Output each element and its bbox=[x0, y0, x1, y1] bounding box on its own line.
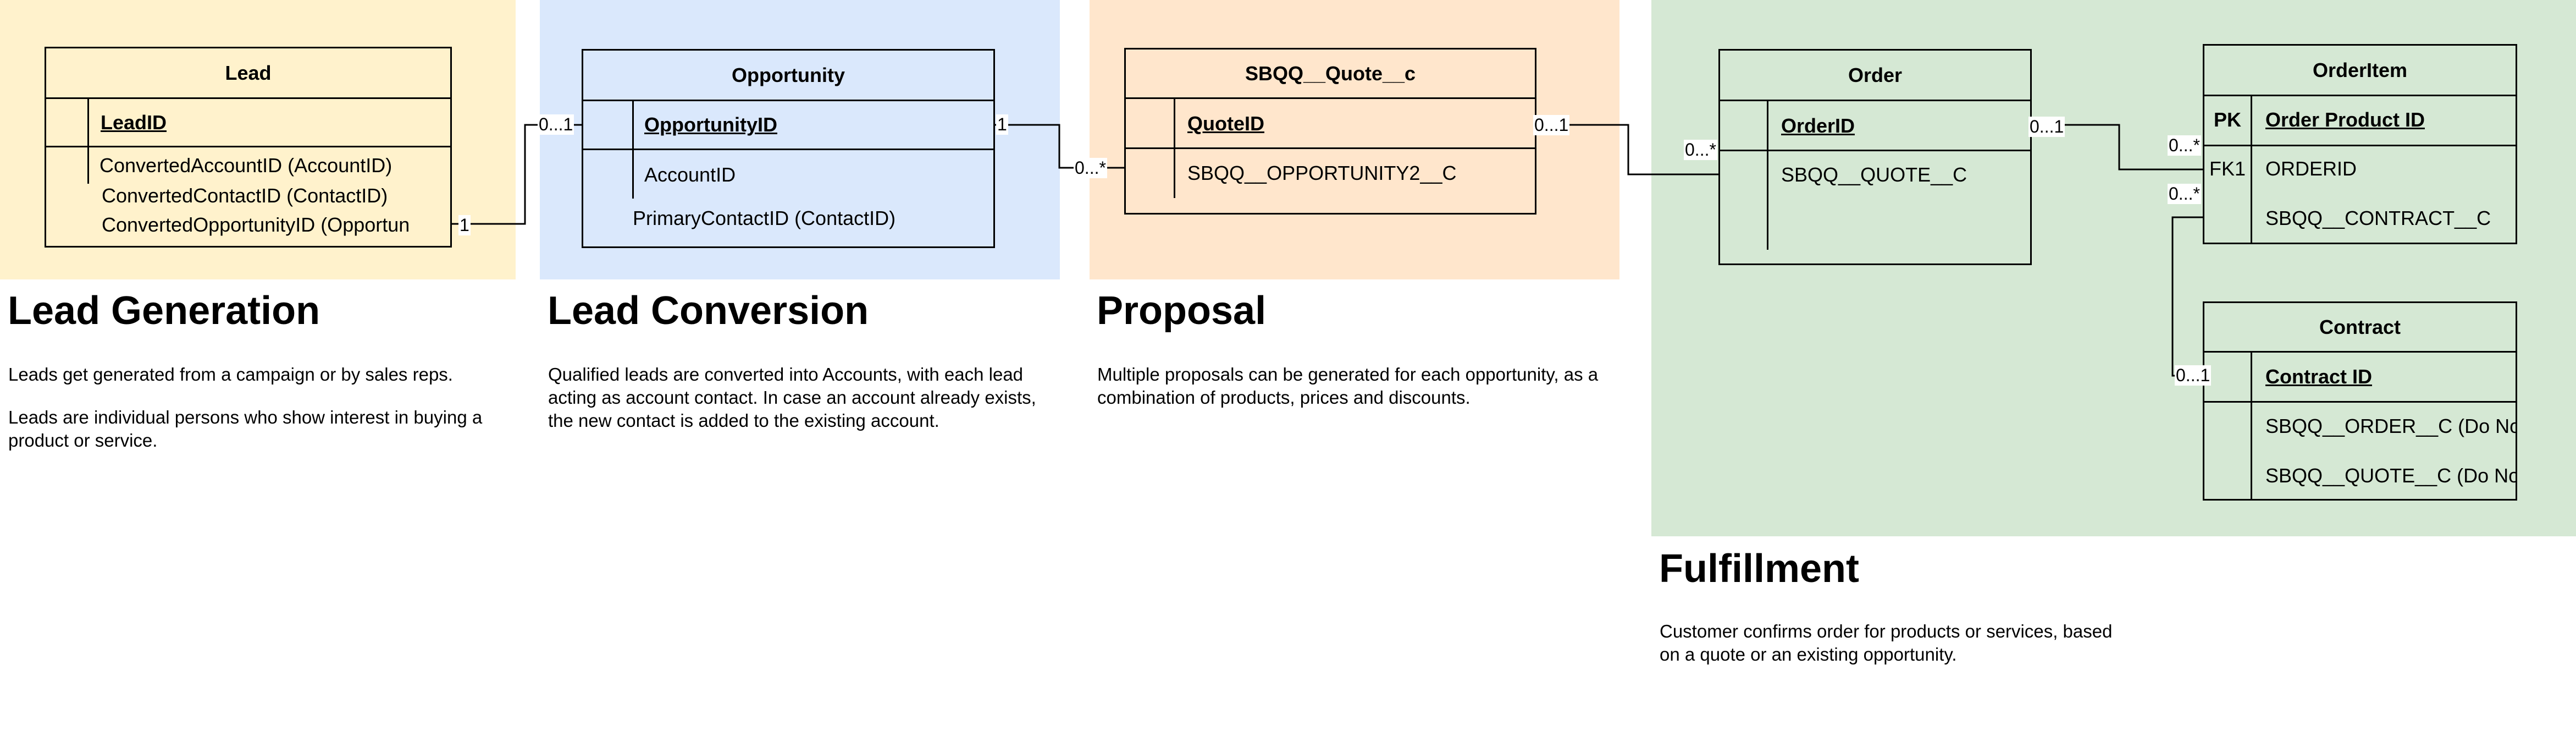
key-column-divider bbox=[2251, 96, 2252, 244]
section-heading-proposal: Proposal bbox=[1097, 289, 1267, 333]
connector-order-orderitem bbox=[2032, 124, 2203, 171]
entity-title: Lead bbox=[46, 48, 450, 99]
entity-title: OrderItem bbox=[2204, 46, 2516, 96]
connector-quote-order bbox=[1536, 124, 1718, 175]
entity-opportunity[interactable]: Opportunity OpportunityID AccountID Prim… bbox=[582, 49, 995, 248]
entity-title: Opportunity bbox=[583, 51, 993, 101]
cardinality-label: 0...* bbox=[1684, 140, 1717, 160]
cardinality-label: 0...1 bbox=[1533, 115, 1570, 135]
description-paragraph: Customer confirms order for products or … bbox=[1660, 621, 2113, 664]
description-paragraph: Multiple proposals can be generated for … bbox=[1097, 364, 1599, 408]
description-paragraph: Leads are individual persons who show in… bbox=[8, 407, 483, 451]
fk-key-label: FK1 bbox=[2209, 157, 2246, 180]
cardinality-label: 0...* bbox=[2168, 135, 2201, 156]
cardinality-label: 1 bbox=[996, 114, 1008, 135]
opportunity-field: PrimaryContactID (ContactID) bbox=[633, 207, 896, 229]
opportunity-field: AccountID bbox=[644, 163, 736, 186]
lead-field: ConvertedOpportunityID (Opportun bbox=[102, 213, 410, 236]
cardinality-label: 1 bbox=[458, 215, 471, 235]
cardinality-label: 0...1 bbox=[2175, 365, 2212, 386]
key-column-divider bbox=[2251, 353, 2252, 501]
contract-pk-field: Contract ID bbox=[2265, 365, 2373, 388]
cardinality-label: 0...* bbox=[2168, 184, 2201, 204]
entity-order[interactable]: Order OrderID SBQQ__QUOTE__C bbox=[1718, 49, 2032, 265]
description-paragraph: Leads get generated from a campaign or b… bbox=[8, 364, 453, 385]
section-heading-fulfillment: Fulfillment bbox=[1659, 547, 1859, 591]
entity-lead[interactable]: Lead LeadID ConvertedAccountID (AccountI… bbox=[45, 47, 452, 248]
entity-contract[interactable]: Contract Contract ID SBQQ__ORDER__C (Do … bbox=[2203, 301, 2517, 501]
lead-field: ConvertedContactID (ContactID) bbox=[102, 184, 388, 207]
orderitem-pk-field: Order Product ID bbox=[2265, 108, 2425, 131]
quote-field: SBQQ__OPPORTUNITY2__C bbox=[1187, 162, 1457, 184]
cardinality-label: 0...* bbox=[1074, 158, 1107, 178]
connector-orderitem-contract bbox=[2171, 216, 2203, 377]
row-divider bbox=[2204, 401, 2516, 403]
orderitem-field: SBQQ__CONTRACT__C bbox=[2265, 207, 2491, 229]
entity-title: Contract bbox=[2204, 303, 2516, 353]
lead-field: ConvertedAccountID (AccountID) bbox=[99, 154, 393, 177]
row-divider bbox=[583, 149, 993, 150]
key-column-divider bbox=[1767, 101, 1768, 250]
section-heading-lead-generation: Lead Generation bbox=[8, 289, 320, 333]
row-divider bbox=[1126, 147, 1535, 149]
entity-title: SBQQ__Quote__c bbox=[1126, 50, 1535, 99]
section-heading-lead-conversion: Lead Conversion bbox=[548, 289, 869, 333]
cardinality-label: 0...1 bbox=[2028, 117, 2065, 137]
section-description-lead-conversion: Qualified leads are converted into Accou… bbox=[548, 363, 1043, 452]
section-description-proposal: Multiple proposals can be generated for … bbox=[1097, 363, 1614, 429]
cardinality-label: 0...1 bbox=[538, 114, 574, 135]
entity-quote[interactable]: SBQQ__Quote__c QuoteID SBQQ__OPPORTUNITY… bbox=[1124, 48, 1536, 215]
lead-pk-field: LeadID bbox=[101, 111, 167, 134]
contract-field: SBQQ__QUOTE__C (Do No bbox=[2265, 464, 2516, 487]
row-divider bbox=[2204, 145, 2516, 146]
description-paragraph: Qualified leads are converted into Accou… bbox=[548, 364, 1036, 431]
zone-lead-generation bbox=[0, 0, 516, 279]
orderitem-field: ORDERID bbox=[2265, 157, 2357, 180]
pk-key-label: PK bbox=[2213, 108, 2241, 131]
section-description-lead-generation: Leads get generated from a campaign or b… bbox=[8, 363, 503, 472]
zone-lead-conversion bbox=[540, 0, 1060, 279]
key-column-divider bbox=[87, 99, 89, 184]
connector-lead-opportunity bbox=[452, 124, 582, 225]
entity-orderitem[interactable]: OrderItem PK Order Product ID FK1 ORDERI… bbox=[2203, 44, 2517, 244]
row-divider bbox=[46, 146, 450, 147]
zone-fulfillment bbox=[1651, 0, 2576, 536]
entity-title: Order bbox=[1720, 51, 2030, 101]
order-pk-field: OrderID bbox=[1781, 114, 1855, 137]
section-description-fulfillment: Customer confirms order for products or … bbox=[1660, 620, 2121, 686]
quote-pk-field: QuoteID bbox=[1187, 112, 1264, 135]
order-field: SBQQ__QUOTE__C bbox=[1781, 163, 1967, 186]
row-divider bbox=[1720, 150, 2030, 151]
opportunity-pk-field: OpportunityID bbox=[644, 113, 777, 136]
contract-field: SBQQ__ORDER__C (Do No bbox=[2265, 415, 2516, 437]
zone-proposal bbox=[1090, 0, 1619, 279]
